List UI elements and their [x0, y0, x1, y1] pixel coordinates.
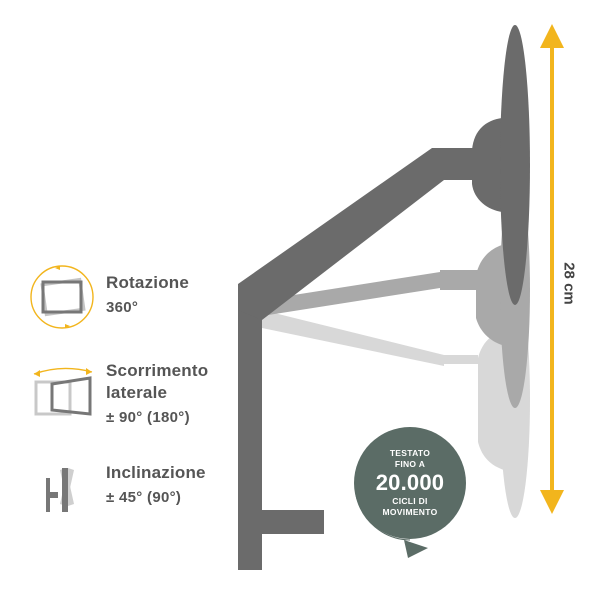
feature-rotation-title: Rotazione [106, 273, 190, 292]
feature-lateral: Scorrimento laterale ± 90° (180°) [106, 360, 208, 427]
height-label: 28 cm [560, 262, 578, 305]
badge-line-3: CICLI DI [392, 496, 428, 506]
lateral-swivel-icon [33, 367, 93, 416]
height-arrow [540, 24, 564, 514]
badge-number: 20.000 [375, 470, 445, 495]
feature-lateral-value: ± 90° (180°) [106, 408, 190, 426]
feature-lateral-title-1: Scorrimento [106, 361, 209, 380]
tilt-icon [46, 468, 74, 512]
cycles-badge-ring [354, 427, 466, 558]
feature-rotation: Rotazione 360° [106, 272, 189, 317]
cycles-badge: TESTATO FINO A 20.000 CICLI DI MOVIMENTO [357, 430, 463, 536]
badge-line-2: FINO A [394, 459, 426, 469]
badge-line-1: TESTATO [389, 448, 431, 458]
feature-tilt-title: Inclinazione [106, 463, 206, 482]
feature-rotation-value: 360° [106, 298, 139, 316]
badge-line-4: MOVIMENTO [382, 507, 438, 517]
rotation-icon [30, 265, 94, 329]
feature-lateral-title-2: laterale [106, 382, 168, 402]
arm-position-high [238, 25, 530, 570]
feature-tilt: Inclinazione ± 45° (90°) [106, 462, 206, 507]
feature-tilt-value: ± 45° (90°) [106, 488, 182, 506]
